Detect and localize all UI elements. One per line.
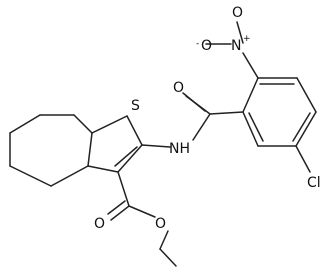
thiophene-ring	[87, 115, 143, 173]
nitro-nitrogen-label: N	[231, 38, 241, 54]
nitro-oxygen-label: O	[232, 5, 243, 21]
amide-nh-label: NH	[169, 141, 190, 157]
nitro-nitrogen-positive-charge: +	[243, 34, 251, 44]
ethyl-ester-group	[107, 171, 177, 267]
amide-linker	[141, 92, 244, 148]
ester-ether-oxygen-label: O	[155, 216, 166, 232]
nitro-oxygen-anion-label: O	[201, 38, 212, 54]
ester-carbonyl-oxygen-label: O	[94, 216, 105, 232]
sulfur-label: S	[131, 98, 140, 114]
nitro-group	[205, 21, 259, 79]
amide-oxygen-label: O	[173, 80, 184, 96]
cyclohexene-ring	[9, 114, 93, 187]
chlorine-label: Cl	[307, 175, 321, 191]
chloro-substituent	[295, 145, 311, 173]
nitro-oxygen-negative-charge: -	[196, 39, 199, 49]
benzene-ring	[242, 77, 317, 147]
atom-labels: S O - O N + O NH Cl O O	[94, 5, 321, 232]
